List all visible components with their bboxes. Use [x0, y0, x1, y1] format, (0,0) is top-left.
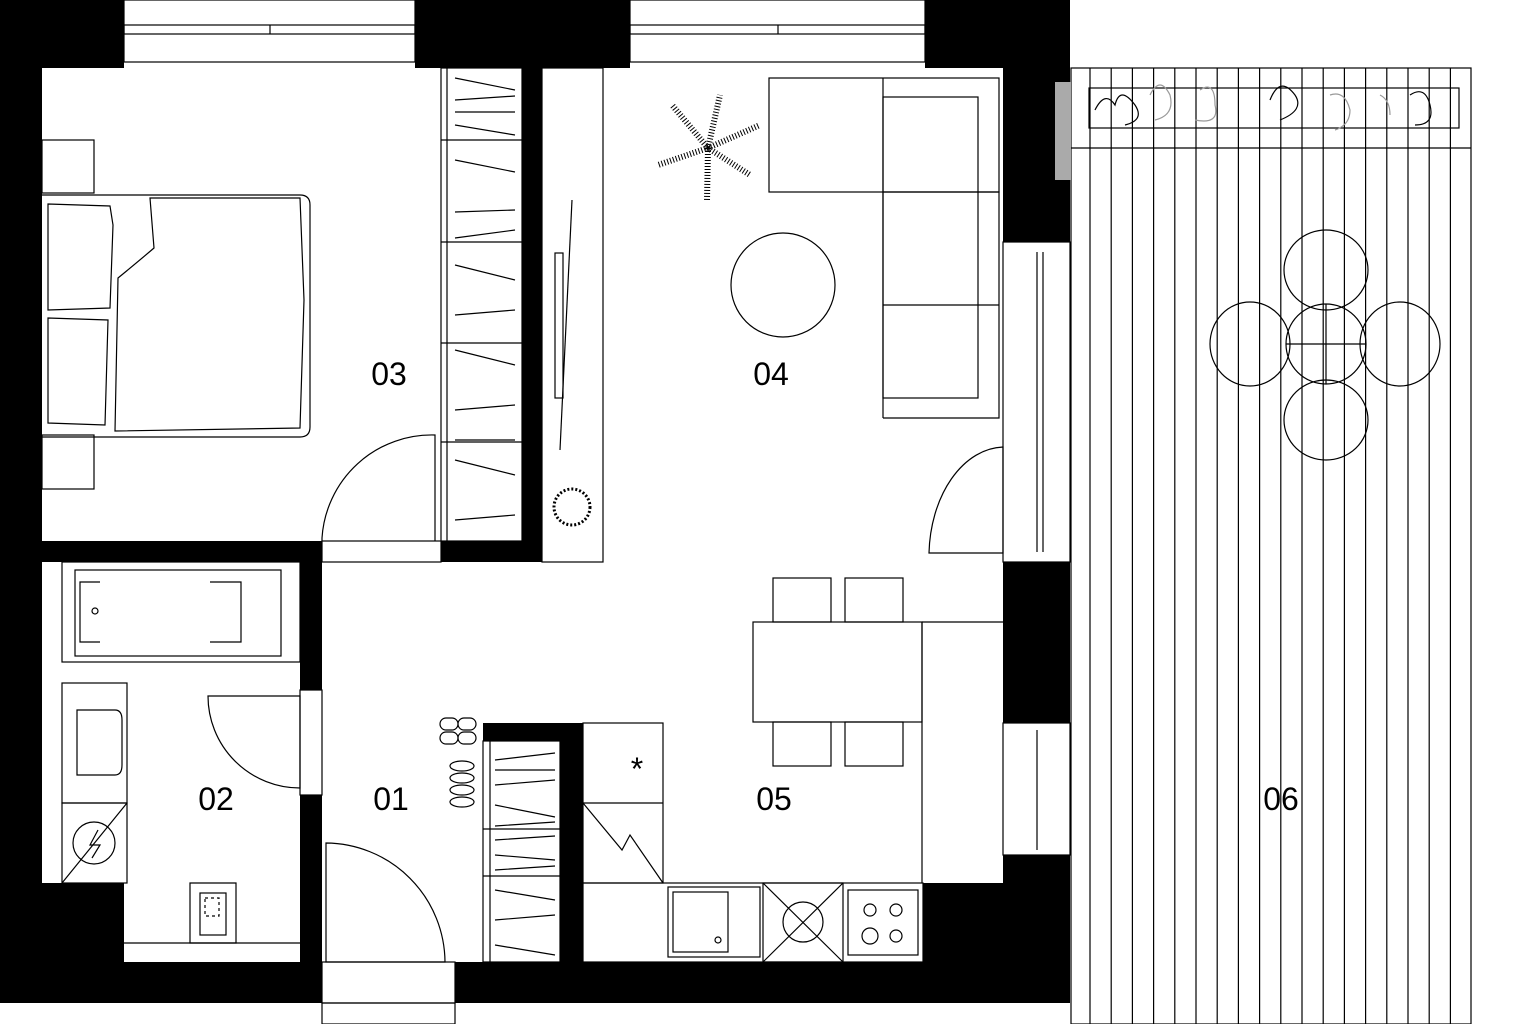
- toilet: [189, 882, 237, 944]
- duvet: [114, 197, 305, 432]
- pillow: [47, 317, 109, 426]
- sofa: [768, 77, 1000, 419]
- plant-icon: [552, 487, 592, 527]
- chair: [1209, 301, 1291, 387]
- bed: [42, 194, 311, 438]
- chair: [1283, 229, 1369, 311]
- chair: [844, 577, 904, 623]
- coffee-table: [730, 232, 836, 338]
- bathtub: [61, 561, 301, 663]
- outdoor-table-set: [1209, 229, 1441, 461]
- room-label-05: 05: [756, 781, 792, 817]
- kitchen-dining: * 05: [582, 577, 1003, 963]
- chair: [772, 577, 832, 623]
- chair: [1283, 379, 1369, 461]
- shelf-unit: [541, 67, 604, 563]
- shoes-icon: [439, 717, 477, 808]
- windows: [123, 0, 1071, 1024]
- room-label-02: 02: [198, 781, 234, 817]
- shoe-cabinet: [482, 740, 561, 963]
- chair: [772, 721, 832, 767]
- room-label-01: 01: [373, 781, 409, 817]
- planter-edge: [1055, 82, 1071, 180]
- hall: 01: [321, 717, 561, 1004]
- living-room: 04: [657, 77, 1004, 554]
- room-label-06: 06: [1263, 781, 1299, 817]
- planter-plants-icon: [1094, 84, 1432, 131]
- dishwasher: [762, 882, 844, 963]
- room-label-04: 04: [753, 356, 789, 392]
- chair: [844, 721, 904, 767]
- room-label-03: 03: [371, 356, 407, 392]
- palm-plant-icon: [657, 94, 762, 201]
- dining-table: [752, 621, 923, 723]
- wardrobe: [440, 67, 523, 542]
- bathroom-door: [207, 695, 301, 789]
- bathroom: 02: [61, 561, 323, 944]
- pillow: [47, 203, 114, 311]
- terrace: 06: [1055, 67, 1472, 1024]
- terrace-door: [928, 446, 1004, 554]
- kitchen-counter: [582, 882, 924, 963]
- deck-boards: [1089, 68, 1452, 1024]
- nightstand: [41, 434, 95, 490]
- washbasin-counter: [61, 682, 128, 804]
- entrance-door: [325, 842, 446, 963]
- walls: [0, 0, 1070, 1003]
- bedroom: 03: [41, 67, 604, 563]
- nightstand: [41, 139, 95, 194]
- chair: [1359, 301, 1441, 387]
- sink: [667, 886, 761, 958]
- planter: [1088, 87, 1460, 129]
- fridge-symbol: *: [631, 751, 643, 787]
- bedroom-door: [321, 434, 436, 541]
- sink: [76, 709, 123, 776]
- cooktop: [847, 889, 919, 956]
- washing-machine: [61, 802, 128, 884]
